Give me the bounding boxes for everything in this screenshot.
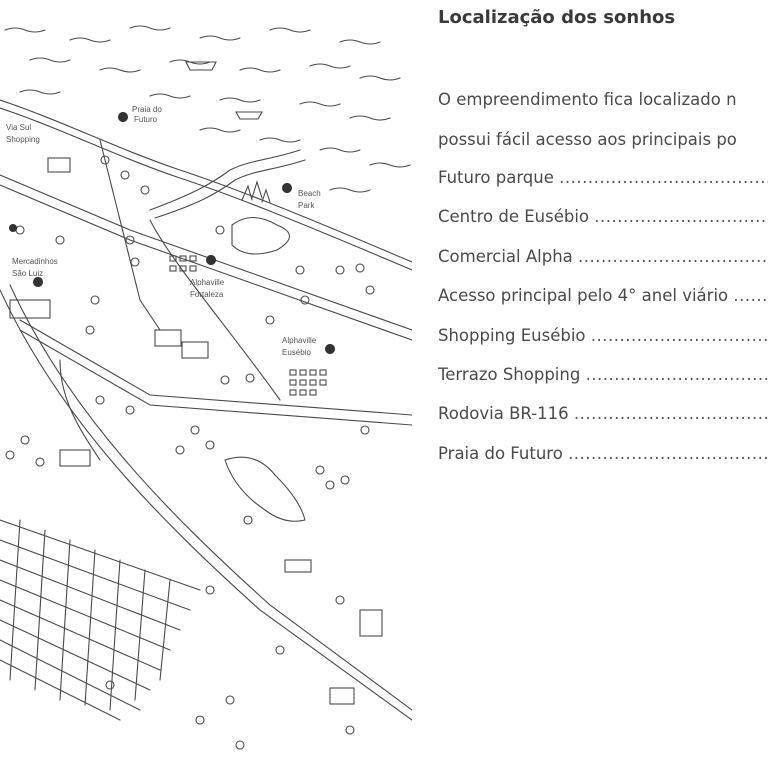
boat-icon	[235, 111, 263, 120]
location-item: Futuro parque ..........................…	[438, 166, 768, 205]
leader-dots: ........................................…	[568, 443, 768, 463]
map-label-beach-park-2: Park	[298, 201, 315, 210]
leader-dots: ........................................…	[578, 246, 768, 266]
map-label-alphaville-eusebio: Alphaville	[282, 336, 317, 345]
map-label-alphaville-fortaleza-2: Fortaleza	[190, 290, 224, 299]
section-title: Localização dos sonhos	[438, 7, 676, 28]
location-name: Comercial Alpha	[438, 246, 573, 266]
sea-waves	[4, 25, 411, 193]
building-icon	[59, 449, 91, 467]
location-item: Rodovia BR-116 .........................…	[438, 402, 768, 441]
map-pin-icon	[206, 254, 217, 274]
location-item: Acesso principal pelo 4° anel viário ...…	[438, 284, 768, 323]
map-pin-icon	[282, 183, 293, 202]
location-name: Terrazo Shopping	[438, 364, 581, 384]
building-icon	[359, 609, 383, 637]
location-name: Praia do Futuro	[438, 443, 563, 463]
map-label-praia-do-futuro: Praia do	[132, 105, 162, 114]
location-item: Comercial Alpha ........................…	[438, 245, 768, 284]
leader-dots: ........................................…	[594, 207, 768, 227]
building-icon	[154, 329, 182, 347]
map-label-alphaville-fortaleza: Alphaville	[190, 278, 225, 287]
map-label-mercadinhos-2: São Luiz	[12, 269, 43, 278]
leader-dots: ........................................…	[733, 286, 768, 306]
location-name: Shopping Eusébio	[438, 325, 586, 345]
location-name: Centro de Eusébio	[438, 207, 590, 227]
map-pin-icon	[325, 344, 336, 363]
location-item: Praia do Futuro ........................…	[438, 442, 768, 481]
leader-dots: ........................................…	[559, 168, 768, 187]
map-pin-icon	[33, 277, 44, 296]
location-item: Terrazo Shopping .......................…	[438, 363, 768, 402]
houses	[169, 255, 327, 396]
location-list: Futuro parque ..........................…	[438, 166, 768, 481]
leader-dots: ........................................…	[590, 325, 768, 345]
location-map: Praia do Futuro Via Sul Shopping Beach P…	[0, 25, 412, 750]
location-item: Centro de Eusébio ......................…	[438, 205, 768, 244]
map-label-beach-park: Beach	[298, 189, 321, 198]
map-label-via-sul: Via Sul	[6, 123, 31, 132]
intro-line: O empreendimento fica localizado n	[438, 90, 737, 109]
location-name: Futuro parque	[438, 168, 554, 187]
location-name: Rodovia BR-116	[438, 404, 569, 424]
intro-paragraph: O empreendimento fica localizado n possu…	[438, 88, 768, 168]
map-label-alphaville-eusebio-2: Eusébio	[282, 348, 311, 357]
building-icon	[181, 341, 209, 359]
building-icon	[284, 559, 312, 573]
intro-line: possui fácil acesso aos principais po	[438, 130, 737, 149]
boat-icon	[185, 61, 217, 71]
map-label-via-sul-2: Shopping	[6, 135, 40, 144]
map-label-praia-do-futuro-2: Futuro	[134, 115, 158, 124]
map-pin-icon	[9, 224, 17, 232]
map-pin-icon	[118, 112, 129, 131]
building-icon	[47, 157, 71, 173]
location-info: Localização dos sonhos O empreendimento …	[438, 0, 768, 768]
map-label-mercadinhos: Mercadinhos	[12, 257, 58, 266]
location-name: Acesso principal pelo 4° anel viário	[438, 286, 729, 306]
residential-grid	[0, 519, 201, 721]
building-icon	[329, 687, 355, 705]
trees	[5, 155, 375, 750]
leader-dots: ........................................…	[585, 364, 768, 384]
location-item: Shopping Eusébio .......................…	[438, 324, 768, 363]
leader-dots: ........................................…	[573, 404, 768, 424]
building-icon	[9, 299, 51, 319]
map-illustration: Praia do Futuro Via Sul Shopping Beach P…	[0, 25, 412, 750]
